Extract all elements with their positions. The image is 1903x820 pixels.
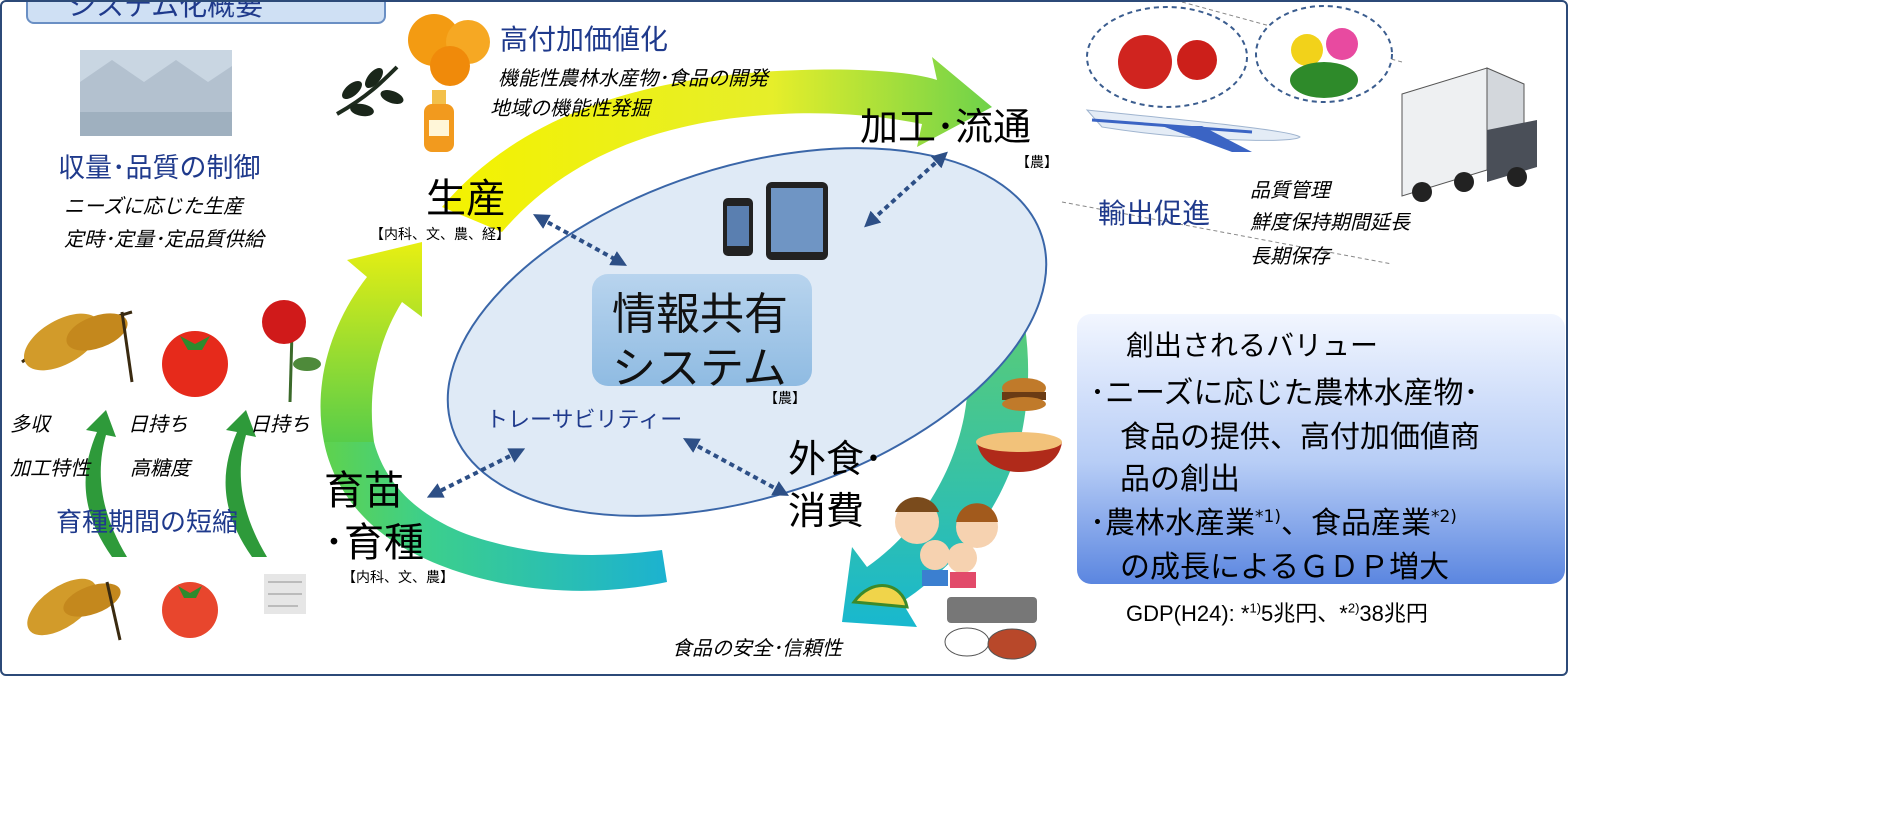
cycle-graphic [21,2,1565,660]
distribution-label: 加工･流通 [860,105,1032,149]
cycle-arrow-left [320,242,422,442]
value-box-line4-b: 、食品産業 [1280,506,1431,541]
header-tab: システム化概要 [26,0,386,24]
header-tab-label: システム化概要 [68,0,264,22]
value-added-line2: 地域の機能性発掘 [490,96,650,120]
rice-trait-yield: 多収 [10,412,50,436]
smartphone-image [723,198,753,256]
melon-image [851,584,909,609]
control-line2: 定時･定量･定品質供給 [64,227,264,251]
tomato-trait-shelf-life: 日持ち [128,412,188,436]
breeding-arrow-right [225,410,267,557]
link-distribution [864,151,948,228]
breeding-period-title: 育種期間の短縮 [56,508,239,538]
rice-plant-image-top [21,310,134,383]
value-box-title: 創出されるバリュー [1126,329,1379,362]
value-box-line5: の成長によるＧＤＰ増大 [1120,550,1450,585]
breeding-tag: 【内科、文、農】 [342,570,454,586]
value-box-line2: 食品の提供、高付加価値商 [1120,420,1480,455]
orange-image [408,14,490,86]
apple-image [1118,35,1217,89]
control-title: 収量･品質の制御 [58,153,261,184]
value-box-line1: ･ニーズに応じた農林水産物･ [1090,376,1479,411]
breeding-label-line2: ･育種 [324,520,424,566]
gdp-value1: 5兆円、* [1261,601,1348,626]
link-breeding [426,448,526,498]
value-box-line3: 品の創出 [1120,462,1240,497]
traceability-label: トレーサビリティー [486,408,683,433]
consumption-label-line2: 消費 [788,489,865,533]
footnote-marker-2: *2) [1430,507,1457,527]
truck-image [1401,67,1537,202]
drink-bottle-image [424,90,454,152]
export-line2: 鮮度保持期間延長 [1250,210,1410,234]
gdp-prefix: GDP(H24): * [1126,601,1250,626]
export-title: 輸出促進 [1098,197,1211,230]
vegetable-bubble [1255,5,1393,103]
value-box-line4: ･農林水産業*1)、食品産業*2) [1090,498,1457,542]
value-box-line4-a: ･農林水産業 [1090,506,1255,541]
vegetable-image [1290,28,1358,98]
footnote-marker-1: *1) [1255,507,1281,527]
breeding-arrow-left [85,410,127,557]
rice-trait-processing: 加工特性 [10,456,90,480]
overview-diagram: システム化概要 [0,0,1568,676]
info-system-box [592,274,812,386]
rose-image [262,300,321,403]
hamburger-image [1002,378,1046,411]
production-tag: 【内科、文、農、経】 [370,227,510,243]
export-line3: 長期保存 [1250,244,1330,268]
tomato-trait-sugar: 高糖度 [130,456,190,480]
airplane-image [1085,109,1301,152]
cycle-arrow-bottom [324,442,667,591]
rose-trait-shelf-life: 日持ち [250,412,310,436]
value-box [1077,314,1565,584]
info-system-tag: 【農】 [764,391,806,407]
production-label: 生産 [426,176,506,222]
consumption-label-line1: 外食･ [788,437,884,481]
greenhouse-image [80,50,232,136]
info-system-line1: 情報共有 [612,289,788,340]
family-image [895,497,998,588]
japanese-meal-image [944,597,1037,660]
gdp-sup1: 1) [1249,600,1262,616]
rice-plant-image-bottom [27,578,122,641]
info-system-line2: システム [612,343,787,394]
control-line1: ニーズに応じた生産 [64,194,243,218]
gdp-sup2: 2) [1347,600,1360,616]
gdp-note: GDP(H24): *1)5兆円、*2)38兆円 [1126,596,1428,628]
value-added-line1: 機能性農林水産物･食品の開発 [498,66,768,90]
value-added-title: 高付加価値化 [500,23,669,56]
breeding-label-line1: 育苗 [324,468,404,514]
faded-rose-image [264,574,306,614]
distribution-tag: 【農】 [1016,155,1058,171]
cycle-arrow-top [442,57,992,232]
export-line1: 品質管理 [1250,178,1330,202]
leaf-branch-image [336,65,404,117]
food-safety-label: 食品の安全･信頼性 [672,636,842,660]
tomato-image-top [162,331,228,397]
tomato-image-bottom [162,582,218,638]
tablet-image [766,182,828,260]
link-production [532,214,628,266]
ramen-image [976,432,1062,472]
gdp-value2: 38兆円 [1359,601,1428,626]
